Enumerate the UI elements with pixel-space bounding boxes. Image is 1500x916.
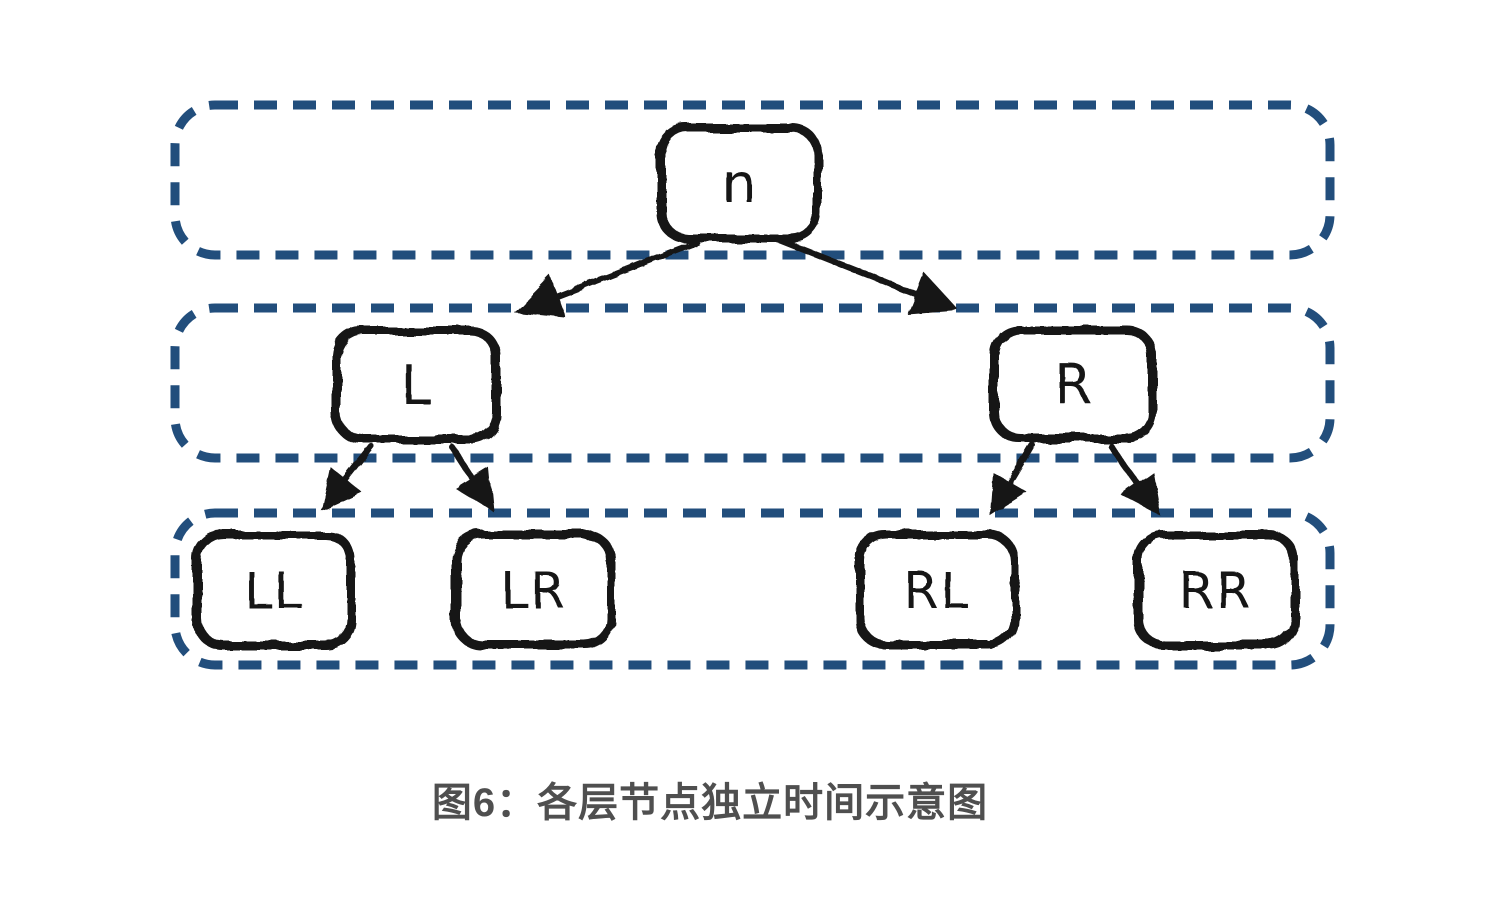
arrow-r-to-rl-head: [989, 472, 1027, 516]
node-ll-border-overdraw: [198, 535, 351, 645]
node-n-border-overdraw: [662, 128, 817, 238]
level-band-root: [170, 100, 1335, 260]
arrow-n-to-r: [774, 236, 960, 315]
node-n-box: [656, 123, 822, 243]
node-ll-box: [192, 530, 356, 650]
node-r-border-overdraw: [995, 330, 1152, 438]
arrow-l-to-lr-head: [455, 467, 493, 511]
node-rr-border-overdraw: [1139, 535, 1294, 645]
arrow-n-to-r-head: [907, 272, 960, 315]
node-lr-border: [451, 530, 616, 650]
node-l-label: L: [401, 354, 431, 417]
tree-edges: [321, 236, 1161, 516]
tree-nodes: [192, 123, 1299, 650]
arrow-n-to-r-shaft: [774, 236, 919, 297]
node-lr-label: LR: [501, 562, 568, 620]
arrow-n-to-l: [513, 239, 700, 318]
node-l-box: [331, 326, 501, 444]
node-r-label: R: [1054, 353, 1092, 416]
node-labels: n L R LL LR RL RR: [244, 152, 1252, 620]
arrow-r-to-rr-shaft: [1107, 442, 1141, 487]
arrow-n-to-l-shaft: [554, 239, 700, 299]
node-rl-box: [855, 530, 1019, 650]
node-r-box: [989, 325, 1157, 443]
level-bands: [170, 100, 1335, 670]
arrow-l-to-lr: [449, 444, 493, 511]
node-lr-border-overdraw: [457, 535, 611, 645]
node-lr-box: [451, 530, 616, 650]
node-n-label: n: [722, 152, 756, 215]
node-n-border: [656, 123, 822, 243]
arrow-r-to-rl-shaft: [1007, 442, 1035, 485]
node-rl-border: [855, 530, 1019, 650]
node-l-border: [331, 326, 501, 444]
level-band-middle: [170, 303, 1335, 463]
node-r-border: [989, 325, 1157, 443]
arrow-r-to-rl: [989, 442, 1035, 516]
arrow-l-to-ll: [321, 444, 375, 511]
arrow-r-to-rr: [1107, 442, 1161, 516]
level-band-leaves: [170, 508, 1335, 670]
node-ll-label: LL: [244, 562, 304, 620]
figure-caption: 图6：各层节点独立时间示意图: [431, 781, 989, 825]
node-rl-label: RL: [904, 562, 971, 620]
arrow-l-to-ll-head: [321, 467, 362, 511]
node-rr-border: [1133, 530, 1299, 650]
arrow-r-to-rr-head: [1121, 472, 1161, 516]
node-ll-border: [192, 530, 356, 650]
node-rr-box: [1133, 530, 1299, 650]
arrow-l-to-ll-shaft: [343, 444, 375, 483]
node-l-border-overdraw: [337, 331, 496, 439]
node-rl-border-overdraw: [861, 535, 1014, 645]
node-rr-label: RR: [1179, 562, 1252, 620]
arrow-l-to-lr-shaft: [449, 444, 475, 481]
arrow-n-to-l-head: [513, 275, 566, 318]
